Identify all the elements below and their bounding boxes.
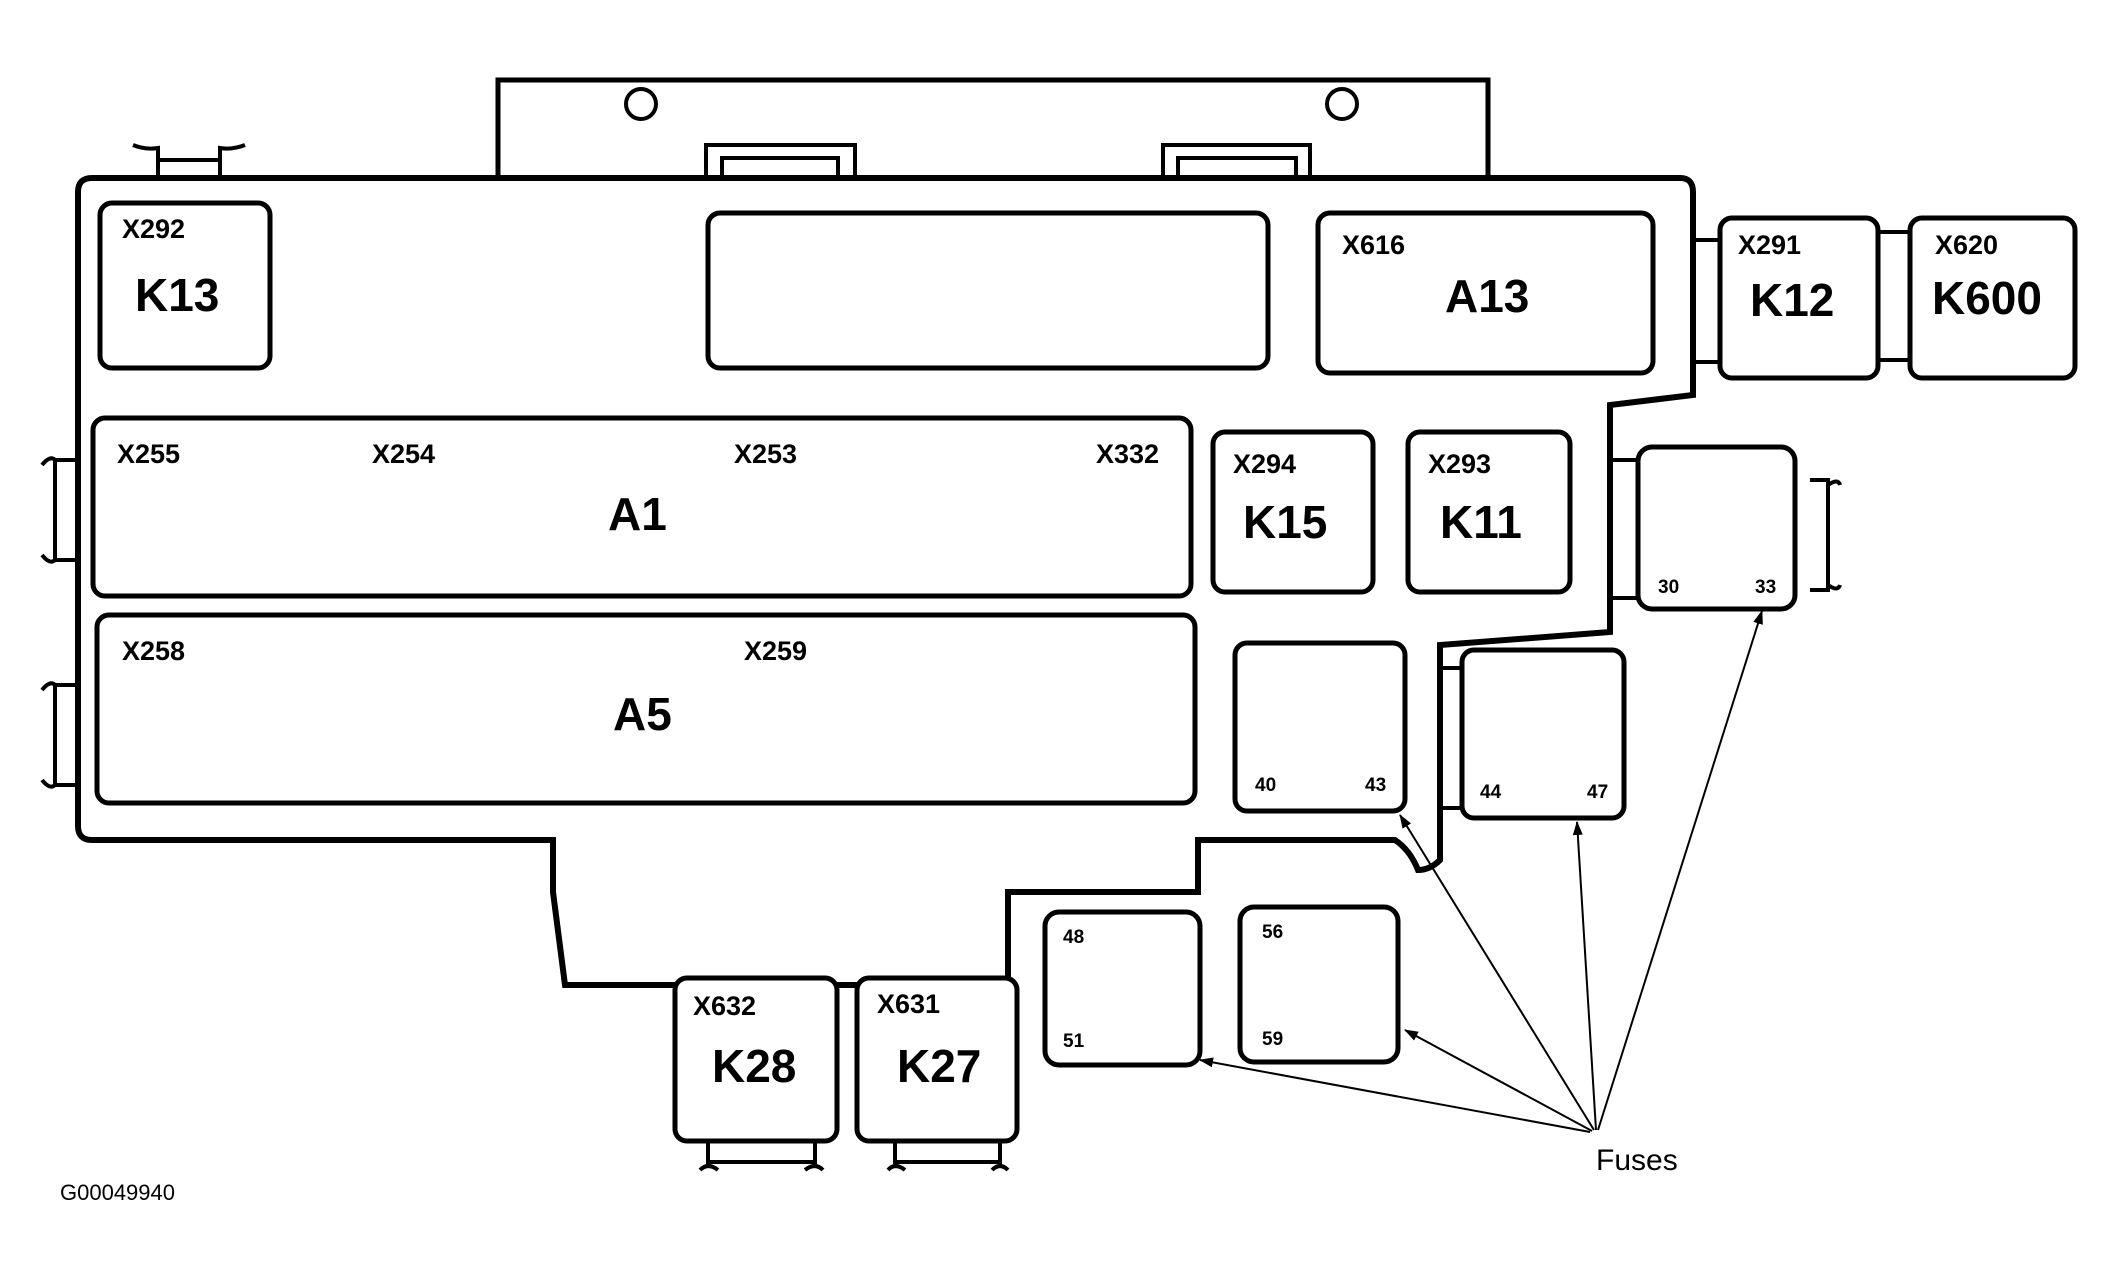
top-latch-right bbox=[1161, 143, 1312, 178]
fuse-number-43: 43 bbox=[1365, 775, 1386, 796]
relay-label-k27: K27 bbox=[897, 1040, 981, 1092]
bottom-clip-left bbox=[698, 1143, 825, 1172]
fuse-block-40-43: 40 43 bbox=[1232, 640, 1408, 814]
relay-label-k13: K13 bbox=[135, 269, 219, 321]
fuse-number-47: 47 bbox=[1587, 782, 1608, 803]
module-label-a13: A13 bbox=[1445, 270, 1529, 322]
connector-label-x259: X259 bbox=[744, 636, 807, 666]
leader-to-fuses-56-59 bbox=[1404, 1029, 1593, 1132]
relay-k27: X631 K27 bbox=[854, 975, 1020, 1144]
fuse-number-59: 59 bbox=[1262, 1029, 1283, 1050]
connector-label-x632: X632 bbox=[693, 991, 756, 1021]
module-a13: X616 A13 bbox=[1315, 210, 1656, 376]
leader-to-fuses-44-47 bbox=[1572, 821, 1597, 1131]
relay-k28: X632 K28 bbox=[672, 975, 840, 1144]
relay-k15: X294 K15 bbox=[1210, 429, 1376, 595]
connector-label-x254: X254 bbox=[372, 439, 435, 469]
relay-k13: X292 K13 bbox=[97, 200, 273, 371]
module-a5: X258 X259 A5 bbox=[94, 612, 1198, 806]
bottom-clip-right bbox=[886, 1143, 1010, 1172]
relay-label-k600: K600 bbox=[1932, 272, 2042, 324]
figure-code: G00049940 bbox=[60, 1180, 175, 1205]
connector-label-x255: X255 bbox=[117, 439, 180, 469]
relay-k12: X291 K12 bbox=[1717, 215, 1881, 381]
fuse-number-30: 30 bbox=[1658, 577, 1679, 598]
fuses-label: Fuses bbox=[1596, 1144, 1678, 1177]
relay-label-k15: K15 bbox=[1243, 496, 1327, 548]
leader-to-fuses-48-51 bbox=[1199, 1057, 1591, 1133]
connector-label-x631: X631 bbox=[877, 989, 940, 1019]
connector-label-x258: X258 bbox=[122, 636, 185, 666]
right-clip bbox=[1810, 478, 1842, 592]
fuse-number-56: 56 bbox=[1262, 922, 1283, 943]
fuse-number-40: 40 bbox=[1255, 775, 1276, 796]
mounting-hole-left bbox=[624, 87, 658, 121]
connector-label-x620: X620 bbox=[1935, 230, 1998, 260]
fuse-block-56-59: 56 59 bbox=[1237, 904, 1401, 1065]
top-latch-left bbox=[704, 143, 857, 178]
left-clip-upper bbox=[40, 456, 78, 564]
connector-label-x253: X253 bbox=[734, 439, 797, 469]
fuse-number-48: 48 bbox=[1063, 927, 1084, 948]
module-label-a5: A5 bbox=[613, 688, 672, 740]
fuse-block-48-51: 48 51 bbox=[1042, 909, 1203, 1068]
fuses-leader-lines bbox=[1199, 610, 1763, 1133]
connector-label-x292: X292 bbox=[122, 214, 185, 244]
leader-to-fuses-40-43 bbox=[1399, 814, 1595, 1131]
connector-label-x293: X293 bbox=[1428, 449, 1491, 479]
fuse-number-44: 44 bbox=[1480, 782, 1502, 803]
fuse-box-housing bbox=[75, 175, 1696, 988]
fuse-block-30-33: 30 33 bbox=[1635, 444, 1798, 612]
top-left-clip bbox=[132, 143, 246, 178]
mounting-hole-right bbox=[1325, 87, 1359, 121]
blank-slot bbox=[705, 210, 1271, 371]
relay-label-k11: K11 bbox=[1440, 496, 1522, 548]
left-clip-lower bbox=[40, 681, 78, 789]
leader-to-fuses-30-33 bbox=[1597, 610, 1763, 1131]
connector-label-x616: X616 bbox=[1342, 230, 1405, 260]
module-a1: X255 X254 X253 X332 A1 bbox=[90, 415, 1194, 599]
relay-label-k12: K12 bbox=[1750, 274, 1834, 326]
relay-k11: X293 K11 bbox=[1405, 429, 1573, 595]
relay-k600: X620 K600 bbox=[1907, 215, 2078, 381]
relay-label-k28: K28 bbox=[712, 1040, 796, 1092]
connector-label-x291: X291 bbox=[1738, 230, 1801, 260]
connector-label-x294: X294 bbox=[1233, 449, 1296, 479]
fuse-block-44-47: 44 47 bbox=[1459, 647, 1627, 821]
connector-label-x332: X332 bbox=[1096, 439, 1159, 469]
module-label-a1: A1 bbox=[608, 488, 667, 540]
fuse-number-51: 51 bbox=[1063, 1031, 1085, 1052]
fuse-number-33: 33 bbox=[1755, 577, 1776, 598]
housing-top-tab bbox=[495, 77, 1491, 178]
